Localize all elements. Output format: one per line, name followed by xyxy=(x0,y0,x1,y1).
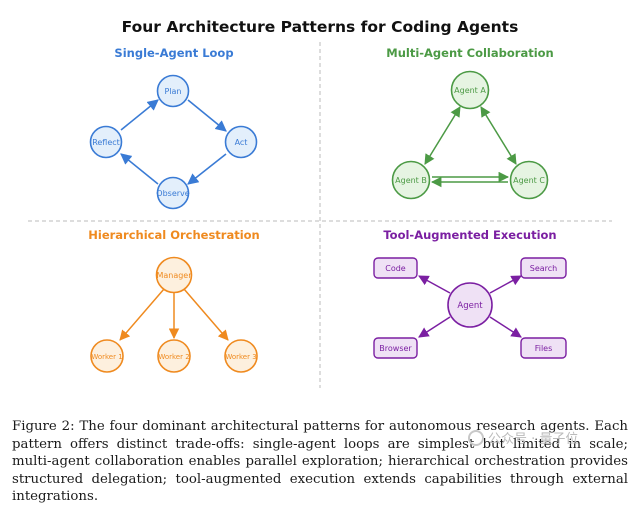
panel-single-agent-loop: Single-Agent Loop Plan Act Observe Refle… xyxy=(89,46,258,210)
arrow-observe-to-reflect xyxy=(120,153,159,185)
arrow-a-c xyxy=(480,106,517,165)
watermark: 公众号 · 量子位 xyxy=(468,428,578,447)
tool-files-label: Files xyxy=(535,344,553,353)
node-worker-3-label: Worker 3 xyxy=(225,353,256,361)
node-agent-label: Agent xyxy=(457,301,483,311)
node-worker-3: Worker 3 xyxy=(224,339,258,373)
arrow-agent-to-code xyxy=(418,275,451,294)
node-observe-label: Observe xyxy=(156,189,189,198)
arrow-manager-to-worker-1 xyxy=(119,288,165,341)
node-agent-c: Agent C xyxy=(509,160,549,200)
arrow-manager-to-worker-3 xyxy=(183,288,229,341)
node-manager: Manager xyxy=(155,256,193,294)
panel-title-multi-agent-collaboration: Multi-Agent Collaboration xyxy=(386,46,553,60)
panel-hierarchical-orchestration: Hierarchical Orchestration Manager Worke… xyxy=(88,228,260,373)
tool-box-files: Files xyxy=(520,337,567,359)
panel-title-single-agent-loop: Single-Agent Loop xyxy=(114,46,233,60)
tool-browser-label: Browser xyxy=(379,344,412,353)
node-plan: Plan xyxy=(156,74,190,108)
node-agent: Agent xyxy=(447,282,493,328)
node-agent-b: Agent B xyxy=(391,160,431,200)
node-worker-2: Worker 2 xyxy=(157,339,191,373)
watermark-text: 公众号 · 量子位 xyxy=(488,432,579,447)
node-observe: Observe xyxy=(156,176,190,210)
node-worker-1: Worker 1 xyxy=(90,339,124,373)
panel-title-tool-augmented-execution: Tool-Augmented Execution xyxy=(383,228,556,242)
arrow-agent-to-files xyxy=(489,316,522,338)
panel-tool-augmented-execution: Tool-Augmented Execution Agent Code Sear… xyxy=(373,228,567,359)
panel-title-hierarchical-orchestration: Hierarchical Orchestration xyxy=(88,228,260,242)
tool-box-search: Search xyxy=(520,257,567,279)
arrow-agent-to-browser xyxy=(418,316,451,338)
node-agent-c-label: Agent C xyxy=(513,176,545,185)
node-manager-label: Manager xyxy=(156,271,192,280)
tool-box-browser: Browser xyxy=(373,337,418,359)
panel-multi-agent-collaboration: Multi-Agent Collaboration Agent A Agent … xyxy=(386,46,554,200)
tool-search-label: Search xyxy=(530,264,557,273)
arrow-a-b xyxy=(424,106,461,165)
node-worker-1-label: Worker 1 xyxy=(91,353,122,361)
wechat-icon xyxy=(468,429,484,446)
figure-title: Four Architecture Patterns for Coding Ag… xyxy=(122,18,519,36)
node-reflect-label: Reflect xyxy=(92,138,120,147)
node-agent-a-label: Agent A xyxy=(454,86,486,95)
tool-code-label: Code xyxy=(385,264,406,273)
node-agent-a: Agent A xyxy=(450,70,490,110)
arrow-reflect-to-plan xyxy=(120,99,159,131)
tool-box-code: Code xyxy=(373,257,418,279)
node-act-label: Act xyxy=(235,138,248,147)
node-agent-b-label: Agent B xyxy=(395,176,427,185)
node-worker-2-label: Worker 2 xyxy=(158,353,189,361)
arrow-act-to-observe xyxy=(187,153,227,185)
arrow-agent-to-search xyxy=(489,275,522,294)
node-act: Act xyxy=(224,125,258,159)
node-reflect: Reflect xyxy=(89,125,123,159)
node-plan-label: Plan xyxy=(164,87,181,96)
arrow-plan-to-act xyxy=(187,99,227,132)
architecture-figure: Four Architecture Patterns for Coding Ag… xyxy=(28,18,612,388)
